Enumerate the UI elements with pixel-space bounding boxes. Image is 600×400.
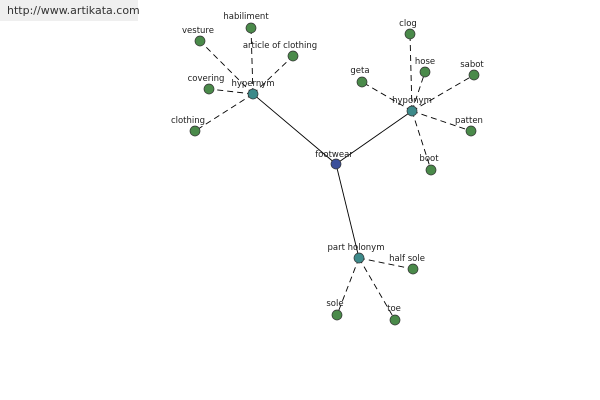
edge-hyponym-clog	[409, 33, 413, 112]
leaf-node-habiliment[interactable]	[245, 22, 257, 34]
leaf-node-sole[interactable]	[331, 309, 343, 321]
leaf-node-boot[interactable]	[425, 164, 437, 176]
leaf-node-covering[interactable]	[203, 83, 215, 95]
source-link[interactable]: http://www.artikata.com	[0, 0, 140, 21]
leaf-node-hose[interactable]	[419, 66, 431, 78]
leaf-node-sabot[interactable]	[468, 69, 480, 81]
leaf-node-clog[interactable]	[404, 28, 416, 40]
edge-hyponym-hose	[411, 71, 426, 112]
leaf-node-geta[interactable]	[356, 76, 368, 88]
leaf-node-clothing[interactable]	[189, 125, 201, 137]
leaf-label-toe: toe	[387, 304, 401, 314]
edges-layer	[194, 27, 475, 321]
relation-label-hyponym: hyponym	[392, 96, 432, 106]
root-node[interactable]	[330, 158, 342, 170]
edge-part-holonym-toe	[358, 257, 396, 321]
leaf-node-toe[interactable]	[389, 314, 401, 326]
leaf-label-article-of-clothing: article of clothing	[243, 41, 317, 51]
relation-node-hyponym[interactable]	[406, 105, 418, 117]
edge-root-hypernym	[252, 93, 337, 165]
edge-hypernym-vesture	[199, 40, 254, 95]
nodes-layer: footwear hypernym hyponym part holonym v…	[171, 12, 484, 326]
leaf-label-hose: hose	[415, 57, 435, 67]
leaf-label-half-sole: half sole	[389, 254, 425, 264]
leaf-node-patten[interactable]	[465, 125, 477, 137]
edge-hyponym-patten	[411, 110, 472, 132]
leaf-label-habiliment: habiliment	[223, 12, 269, 22]
edge-hypernym-clothing	[194, 93, 254, 132]
relation-label-part-holonym: part holonym	[328, 243, 385, 253]
leaf-node-half-sole[interactable]	[407, 263, 419, 275]
edge-root-hyponym	[335, 110, 413, 165]
leaf-label-patten: patten	[455, 116, 483, 126]
root-label: footwear	[315, 150, 353, 160]
edge-hyponym-sabot	[411, 74, 475, 112]
leaf-label-covering: covering	[188, 74, 225, 84]
leaf-label-sole: sole	[326, 299, 343, 309]
edge-hypernym-habiliment	[250, 27, 254, 95]
edge-part-holonym-half-sole	[358, 257, 414, 270]
relation-label-hypernym: hypernym	[231, 79, 274, 89]
leaf-label-clothing: clothing	[171, 116, 205, 126]
edge-root-part-holonym	[335, 163, 360, 259]
leaf-label-sabot: sabot	[460, 60, 484, 70]
leaf-label-clog: clog	[399, 19, 417, 29]
edge-part-holonym-sole	[336, 257, 360, 316]
leaf-label-geta: geta	[350, 66, 369, 76]
leaf-label-vesture: vesture	[182, 26, 214, 36]
relation-node-part-holonym[interactable]	[353, 252, 365, 264]
leaf-label-boot: boot	[419, 154, 439, 164]
edge-hypernym-article-of-clothing	[252, 55, 294, 95]
edge-hypernym-covering	[208, 88, 254, 95]
leaf-node-article-of-clothing[interactable]	[287, 50, 299, 62]
relation-node-hypernym[interactable]	[247, 88, 259, 100]
edge-hyponym-boot	[411, 110, 432, 171]
leaf-node-vesture[interactable]	[194, 35, 206, 47]
